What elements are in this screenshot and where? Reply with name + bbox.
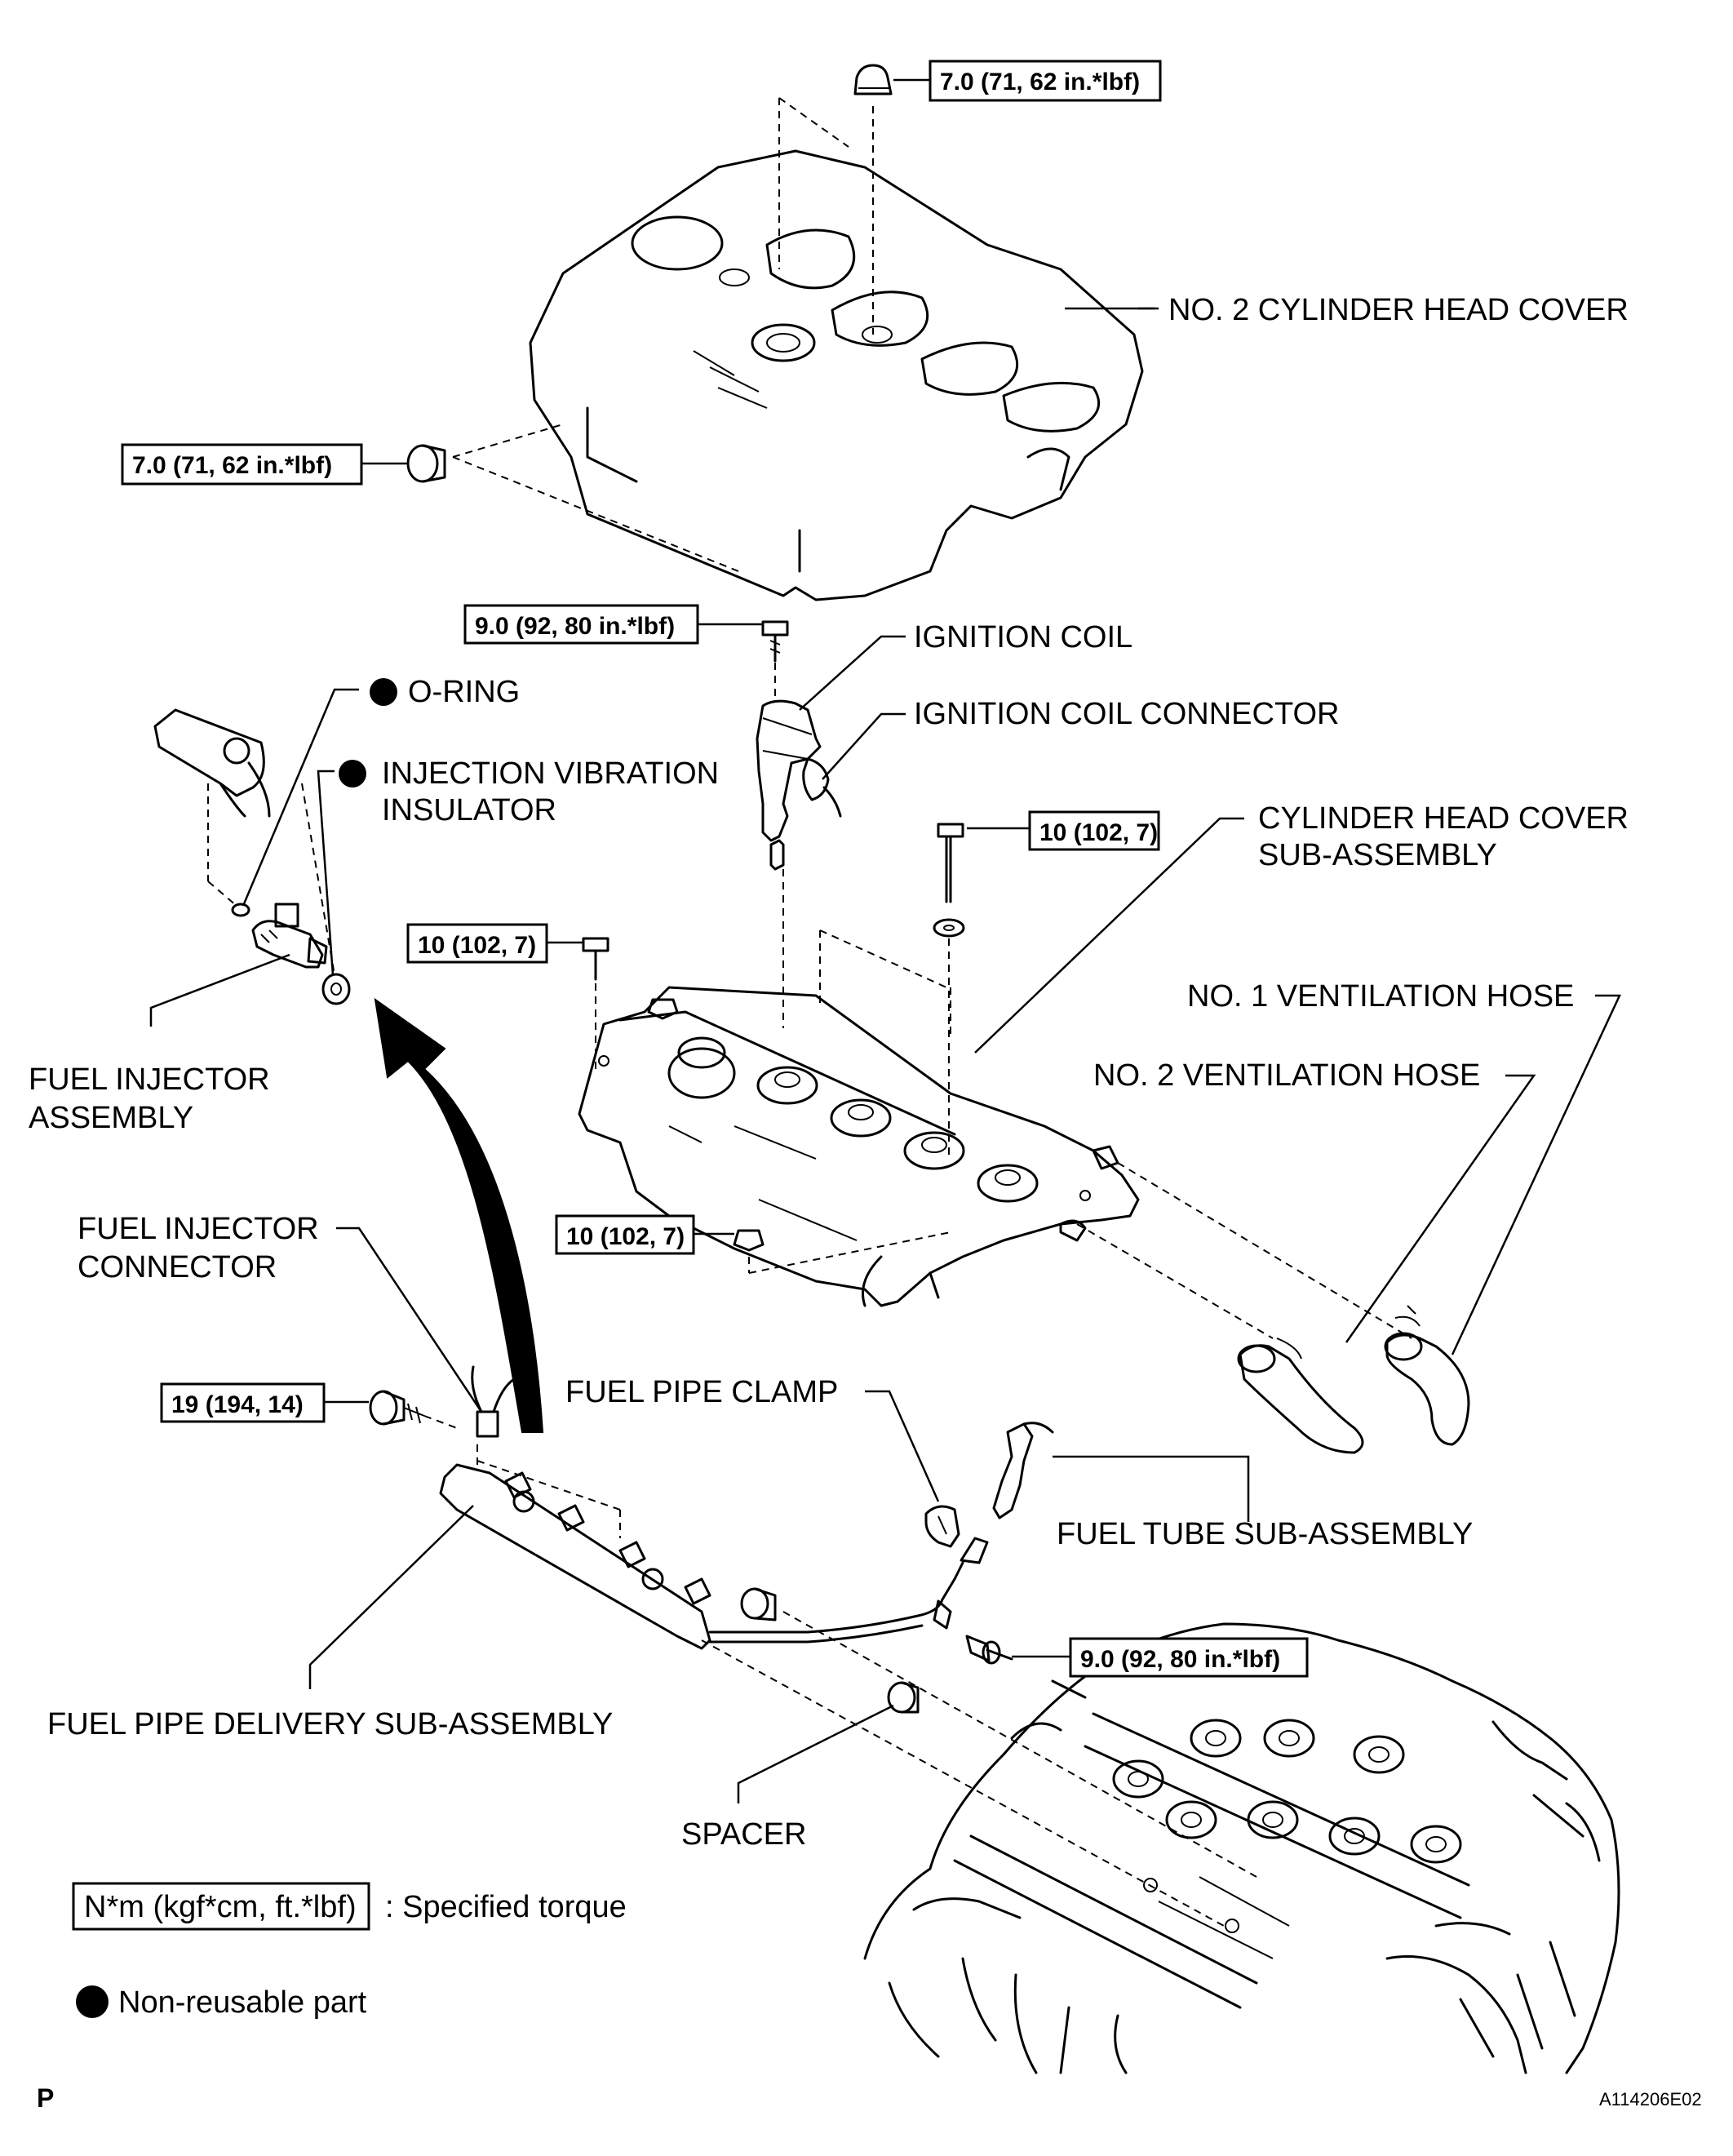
non-reusable-dot-insulator — [339, 760, 366, 787]
non-reusable-legend-dot — [76, 1985, 109, 2018]
label-o-ring: O-RING — [408, 675, 520, 709]
no1-ventilation-hose-drawing — [1384, 1305, 1470, 1446]
label-spacer: SPACER — [681, 1817, 806, 1852]
spacer-near-pipe-drawing — [740, 1587, 777, 1621]
label-fuel-pipe-clamp: FUEL PIPE CLAMP — [565, 1375, 838, 1409]
torque-cover-bolt-left: 10 (102, 7) — [418, 932, 536, 959]
torque-delivery-pipe-bolt: 19 (194, 14) — [171, 1391, 304, 1418]
label-fuel-tube-sub-assembly: FUEL TUBE SUB-ASSEMBLY — [1057, 1517, 1473, 1551]
label-fuel-injector-assembly-1: FUEL INJECTOR — [29, 1062, 270, 1097]
legend-torque-box: N*m (kgf*cm, ft.*lbf) — [84, 1890, 357, 1924]
figure-code: A114206E02 — [1599, 2089, 1702, 2109]
torque-fuel-tube-bolt: 9.0 (92, 80 in.*lbf) — [1080, 1646, 1280, 1673]
legend-non-reusable: Non-reusable part — [118, 1985, 367, 2020]
label-cylinder-head-cover-sub-2: SUB-ASSEMBLY — [1258, 838, 1497, 872]
label-fuel-injector-connector-2: CONNECTOR — [78, 1250, 277, 1284]
fuel-injector-connector-drawing — [471, 1365, 516, 1438]
injection-vibration-insulator-part-icon — [321, 973, 351, 1005]
label-injection-vibration-insulator-1: INJECTION VIBRATION — [382, 756, 719, 791]
fuel-pipe-clamp-drawing — [924, 1505, 960, 1548]
ignition-coil-drawing — [756, 699, 842, 871]
fuel-tube-bolt-icon — [965, 1635, 1013, 1665]
label-ignition-coil-connector: IGNITION COIL CONNECTOR — [914, 697, 1339, 731]
cover-nut-front-icon — [733, 1229, 765, 1252]
head-cover-top-nut-icon — [853, 64, 893, 95]
label-no1-ventilation-hose: NO. 1 VENTILATION HOSE — [1187, 979, 1574, 1014]
label-no2-ventilation-hose: NO. 2 VENTILATION HOSE — [1093, 1058, 1480, 1093]
o-ring-part-icon — [231, 903, 250, 917]
label-fuel-injector-connector-1: FUEL INJECTOR — [78, 1212, 319, 1246]
page-letter: P — [37, 2083, 54, 2113]
torque-ignition-coil-bolt: 9.0 (92, 80 in.*lbf) — [475, 613, 675, 640]
torque-head-cover-side-nut: 7.0 (71, 62 in.*lbf) — [132, 452, 332, 479]
cover-nut-left-icon — [647, 998, 679, 1020]
fuel-pipe-delivery-sub-assembly-drawing — [439, 1463, 989, 1650]
non-reusable-dot-o-ring — [370, 678, 397, 706]
head-cover-side-nut-icon — [406, 444, 446, 483]
torque-cover-nut-front: 10 (102, 7) — [566, 1223, 685, 1250]
install-direction-arrow — [374, 997, 544, 1433]
label-injection-vibration-insulator-2: INSULATOR — [382, 793, 556, 827]
no2-ventilation-hose-drawing — [1237, 1338, 1364, 1454]
label-no2-cylinder-head-cover: NO. 2 CYLINDER HEAD COVER — [1168, 293, 1629, 327]
torque-head-cover-top-nut: 7.0 (71, 62 in.*lbf) — [940, 69, 1140, 95]
ignition-coil-bolt-icon — [761, 620, 789, 663]
cover-bolt-left-icon — [582, 937, 609, 981]
delivery-pipe-fragment-drawing — [153, 708, 271, 818]
fuel-injector-drawing — [251, 903, 328, 969]
delivery-pipe-bolt-icon — [369, 1390, 425, 1426]
fuel-tube-sub-assembly-drawing — [992, 1422, 1054, 1519]
label-ignition-coil: IGNITION COIL — [914, 620, 1132, 654]
label-fuel-injector-assembly-2: ASSEMBLY — [29, 1101, 193, 1135]
label-cylinder-head-cover-sub-1: CYLINDER HEAD COVER — [1258, 801, 1629, 836]
engine-cylinder-head-drawing — [863, 1622, 1620, 2074]
legend-torque-desc: : Specified torque — [385, 1890, 627, 1924]
torque-cover-bolt-right: 10 (102, 7) — [1039, 819, 1158, 846]
cover-bolt-right-icon — [933, 823, 965, 938]
cylinder-head-cover-sub-assembly-drawing — [578, 986, 1140, 1307]
spacer-drawing — [887, 1681, 920, 1714]
label-fuel-pipe-delivery-sub-assembly: FUEL PIPE DELIVERY SUB-ASSEMBLY — [47, 1707, 613, 1741]
no2-cylinder-head-cover-drawing — [529, 149, 1144, 601]
